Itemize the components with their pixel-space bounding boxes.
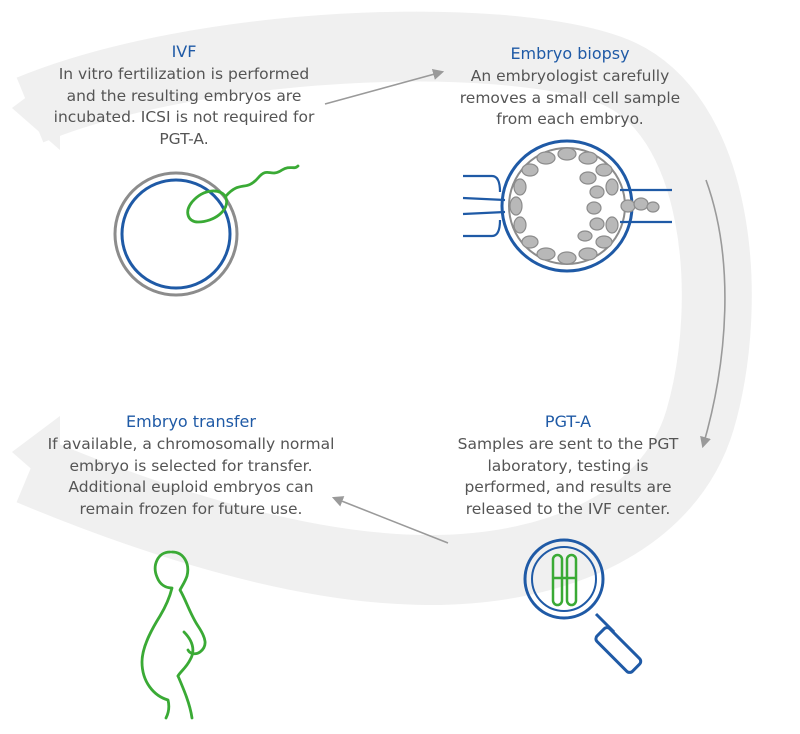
magnifier-chromosome-icon bbox=[523, 538, 643, 674]
chromosome-icon bbox=[551, 553, 578, 607]
step-embryo-transfer-title: Embryo transfer bbox=[126, 412, 256, 431]
step-embryo-transfer: Embryo transfer If available, a chromoso… bbox=[46, 412, 336, 520]
step-ivf: IVF In vitro fertilization is performed … bbox=[48, 42, 320, 150]
step-embryo-transfer-description: If available, a chromosomally normal emb… bbox=[47, 435, 335, 518]
step-embryo-biopsy-description: An embryologist carefully removes a smal… bbox=[459, 67, 681, 128]
step-embryo-biopsy: Embryo biopsy An embryologist carefully … bbox=[440, 44, 700, 131]
arrow-ivf-to-biopsy bbox=[324, 68, 445, 105]
step-embryo-biopsy-title: Embryo biopsy bbox=[510, 44, 630, 63]
pregnant-woman-icon bbox=[140, 550, 207, 720]
band-tip-bottom bbox=[12, 416, 60, 494]
band-tip-top bbox=[12, 72, 60, 150]
cycle-band bbox=[12, 11, 752, 606]
embryo-biopsy-icon bbox=[462, 139, 672, 273]
egg-sperm-icon bbox=[113, 164, 300, 297]
step-pgt-a-description: Samples are sent to the PGT laboratory, … bbox=[457, 435, 679, 518]
step-ivf-title: IVF bbox=[171, 42, 197, 61]
arrow-pgta-to-transfer bbox=[331, 496, 449, 544]
step-pgt-a: PGT-A Samples are sent to the PGT labora… bbox=[448, 412, 688, 520]
embryo-cells bbox=[509, 147, 619, 265]
step-ivf-description: In vitro fertilization is performed and … bbox=[53, 65, 315, 148]
step-pgt-a-title: PGT-A bbox=[544, 412, 592, 431]
arrow-biopsy-to-pgta bbox=[700, 179, 726, 449]
